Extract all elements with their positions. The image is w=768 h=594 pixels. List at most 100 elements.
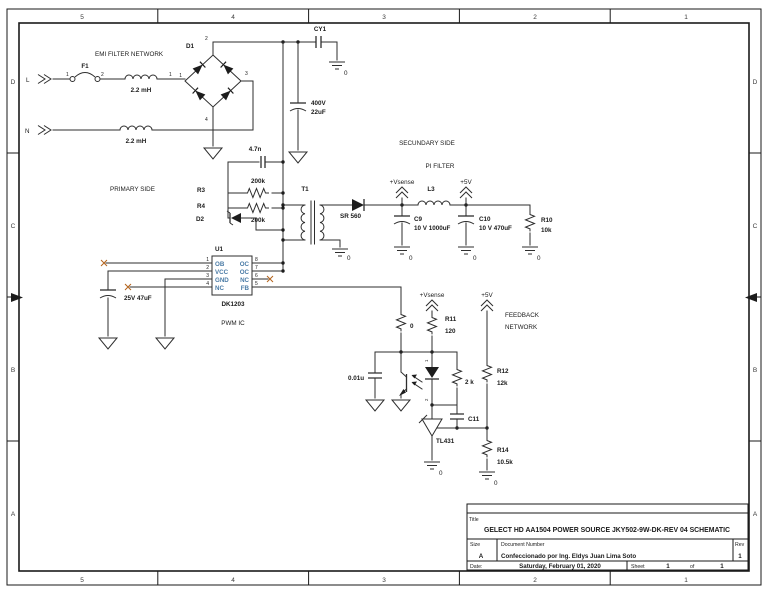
- zone-row-label: C: [11, 223, 16, 230]
- r14-value: 10.5k: [497, 459, 513, 466]
- zone-row-label: D: [753, 79, 758, 86]
- bulk-cap-voltage: 400V: [311, 100, 327, 107]
- title-block: Title GELECT HD AA1504 POWER SOURCE JKY5…: [466, 503, 749, 571]
- vsense-net-label: +Vsense: [420, 292, 445, 299]
- capacitor-bulk-400v: 400V 22uF: [288, 41, 327, 164]
- capacitor-c11: C11: [450, 404, 480, 430]
- sr560-ref: SR 560: [340, 213, 362, 220]
- earth-ground-icon: [331, 248, 349, 257]
- zone-row-label: D: [11, 79, 16, 86]
- zone-row-label: B: [753, 367, 757, 374]
- resistor-r0: 0: [396, 311, 414, 353]
- bridge-ref: D1: [186, 43, 195, 50]
- snubber-cap-value: 4.7n: [249, 146, 262, 153]
- primary-side-label: PRIMARY SIDE: [110, 186, 155, 193]
- v5-net-label: +5V: [481, 292, 493, 299]
- rev-value: 1: [738, 553, 742, 560]
- resistor-r3: R3 200k: [197, 178, 285, 198]
- ground-net-label: 0: [537, 255, 541, 262]
- u1-pinnum-4: 4: [206, 281, 209, 287]
- shunt-regulator-tl431: 0 TL431: [418, 404, 488, 477]
- u1-pin-oc8: OC: [240, 261, 250, 268]
- zone-col-label: 1: [684, 577, 688, 584]
- rev-label: Rev: [735, 542, 745, 548]
- feedback-label-line2: NETWORK: [505, 324, 538, 331]
- neutral-connector-icon: [37, 125, 52, 135]
- u1-pinnum-5: 5: [255, 281, 258, 287]
- earth-ground-icon: [478, 471, 496, 480]
- u1-pinnum-2: 2: [206, 265, 209, 271]
- hv-rail: [212, 40, 338, 61]
- inductor-pin: 1: [169, 72, 172, 78]
- docnum-label: Document Number: [501, 542, 545, 548]
- inductor-l3: L3: [417, 186, 451, 206]
- inductor-n-line: 2.2 mH: [52, 80, 254, 145]
- bridge-pin4: 4: [205, 117, 208, 123]
- resistor-r4: R4 200k: [197, 203, 285, 224]
- feedback-network: 0 0.01u 1 2: [348, 292, 513, 487]
- of-label: of: [690, 564, 695, 570]
- u1-pin-nc6: NC: [240, 277, 249, 284]
- zone-col-label: 3: [382, 14, 386, 21]
- opto-pin1: 1: [424, 359, 429, 362]
- u1-pinnum-8: 8: [255, 257, 258, 263]
- ground-icon: [155, 337, 175, 350]
- feedback-label-line1: FEEDBACK: [505, 312, 540, 319]
- optocoupler: 1 2: [391, 351, 439, 412]
- resistor-r10: 0 R10 10k: [521, 204, 553, 262]
- zone-row-label: B: [11, 367, 15, 374]
- power-flag-icon: [425, 299, 439, 312]
- vsense-net-label: +Vsense: [390, 179, 415, 186]
- r4-value: 200k: [251, 217, 266, 224]
- cy1-ref: CY1: [314, 26, 327, 33]
- r11-ref: R11: [445, 316, 457, 323]
- u1-pin-nc4: NC: [215, 285, 224, 292]
- ground-net-label: 0: [494, 480, 498, 487]
- d2-ref: D2: [196, 216, 205, 223]
- section-labels: EMI FILTER NETWORK PRIMARY SIDE SECUNDAR…: [95, 51, 540, 331]
- ground-icon: [98, 337, 118, 350]
- size-value: A: [479, 553, 484, 560]
- capacitor-cy1: CY1 0: [314, 26, 348, 77]
- bulk-cap-value: 22uF: [311, 109, 326, 116]
- date-value: Saturday, February 01, 2020: [519, 563, 601, 570]
- zone-col-label: 4: [231, 14, 235, 21]
- schematic-title: GELECT HD AA1504 POWER SOURCE JKY502-9W-…: [484, 527, 730, 534]
- u1-pin-gnd: GND: [215, 277, 229, 284]
- zone-row-label: A: [753, 511, 758, 518]
- earth-ground-icon: [423, 461, 441, 470]
- u1-ref: U1: [215, 246, 224, 253]
- bridge-rectifier-d1: D1 1 2 3 4: [179, 36, 248, 160]
- u1-pinnum-3: 3: [206, 273, 209, 279]
- resistor-r14: 0 R14 10.5k: [478, 427, 513, 487]
- u1-pin-fb: FB: [241, 285, 250, 292]
- ground-net-label: 0: [473, 255, 477, 262]
- zone-row-label: C: [753, 223, 758, 230]
- resistor-r12: +5V R12 12k: [480, 292, 509, 430]
- capacitor-c9: 0 C9 10 V 1000uF: [393, 204, 451, 262]
- fuse-f1: F1 1 2: [52, 63, 126, 82]
- ground-net-label: 0: [344, 70, 348, 77]
- u1-pin-oc7: OC: [240, 269, 250, 276]
- date-label: Date:: [470, 564, 482, 570]
- pwm-ic-u1: U1 DK1203 OB VCC GND NC OC OC NC FB 1 2 …: [100, 246, 402, 350]
- center-arrow-left: [11, 293, 23, 302]
- earth-ground-icon: [393, 246, 411, 255]
- transformer-t1: T1 0: [281, 186, 353, 262]
- r2k-value: 2 k: [465, 379, 474, 386]
- sheet-total: 1: [720, 563, 724, 570]
- inductor-value: 2.2 mH: [126, 138, 147, 145]
- line-input-label: L: [26, 77, 30, 84]
- r12-value: 12k: [497, 380, 508, 387]
- size-label: Size: [470, 542, 480, 548]
- zone-col-label: 4: [231, 577, 235, 584]
- r0-value: 0: [410, 323, 414, 330]
- r3-value: 200k: [251, 178, 266, 185]
- opto-pin2: 2: [424, 398, 429, 401]
- inductor-value: 2.2 mH: [131, 87, 152, 94]
- resistor-2k: 2 k: [430, 351, 474, 407]
- line-connector-icon: [37, 74, 52, 84]
- pi-filter-label: PI FILTER: [426, 163, 455, 170]
- fuse-pin2: 2: [101, 72, 104, 78]
